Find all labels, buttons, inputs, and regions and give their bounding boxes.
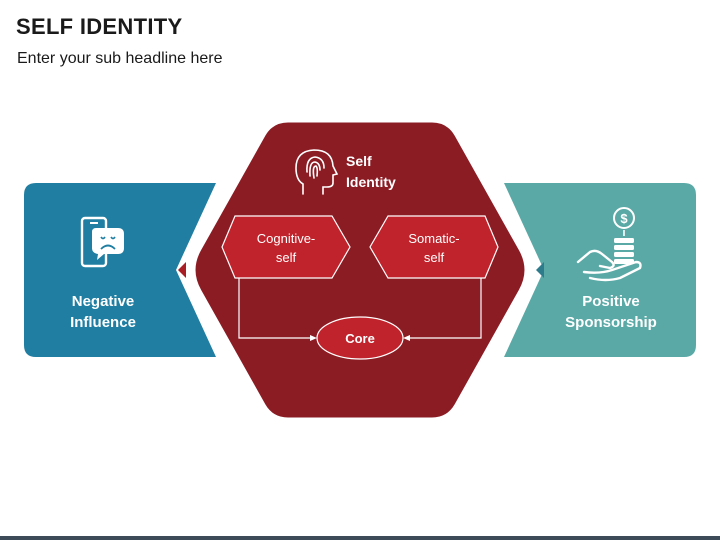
- arrowhead-core-right-icon: [403, 335, 410, 341]
- cognitive-self-box: [221, 215, 351, 279]
- svg-text:$: $: [620, 211, 628, 226]
- connector-cognitive-to-core: [238, 278, 312, 339]
- connector-somatic-to-core: [408, 278, 482, 339]
- phone-sad-face-icon: [80, 216, 124, 268]
- positive-label-line1: Positive: [582, 293, 640, 310]
- somatic-self-label-2: self: [424, 250, 445, 265]
- core-label: Core: [345, 331, 375, 346]
- somatic-self-box: [369, 215, 499, 279]
- positive-sponsorship-panel: [504, 183, 696, 357]
- footer-bar: [0, 536, 720, 540]
- head-fingerprint-icon: [295, 149, 339, 195]
- negative-label-line2: Influence: [70, 314, 136, 331]
- core-ellipse: [316, 316, 404, 360]
- hand-coins-dollar-icon: $: [576, 207, 642, 282]
- cognitive-self-label-2: self: [276, 250, 297, 265]
- cognitive-self-label-1: Cognitive-: [257, 231, 316, 246]
- somatic-self-label-1: Somatic-: [408, 231, 459, 246]
- center-title-line2: Identity: [346, 174, 396, 190]
- self-identity-hexagon: [192, 119, 528, 421]
- negative-label-line1: Negative: [72, 293, 135, 310]
- negative-influence-panel: [24, 183, 216, 357]
- center-title-line1: Self: [346, 153, 372, 169]
- arrowhead-core-left-icon: [310, 335, 317, 341]
- positive-label-line2: Sponsorship: [565, 314, 657, 331]
- page-subtitle: Enter your sub headline here: [17, 50, 223, 67]
- arrow-to-negative-icon: [178, 262, 186, 278]
- arrow-from-positive-icon: [536, 262, 544, 278]
- page-title: SELF IDENTITY: [16, 14, 183, 39]
